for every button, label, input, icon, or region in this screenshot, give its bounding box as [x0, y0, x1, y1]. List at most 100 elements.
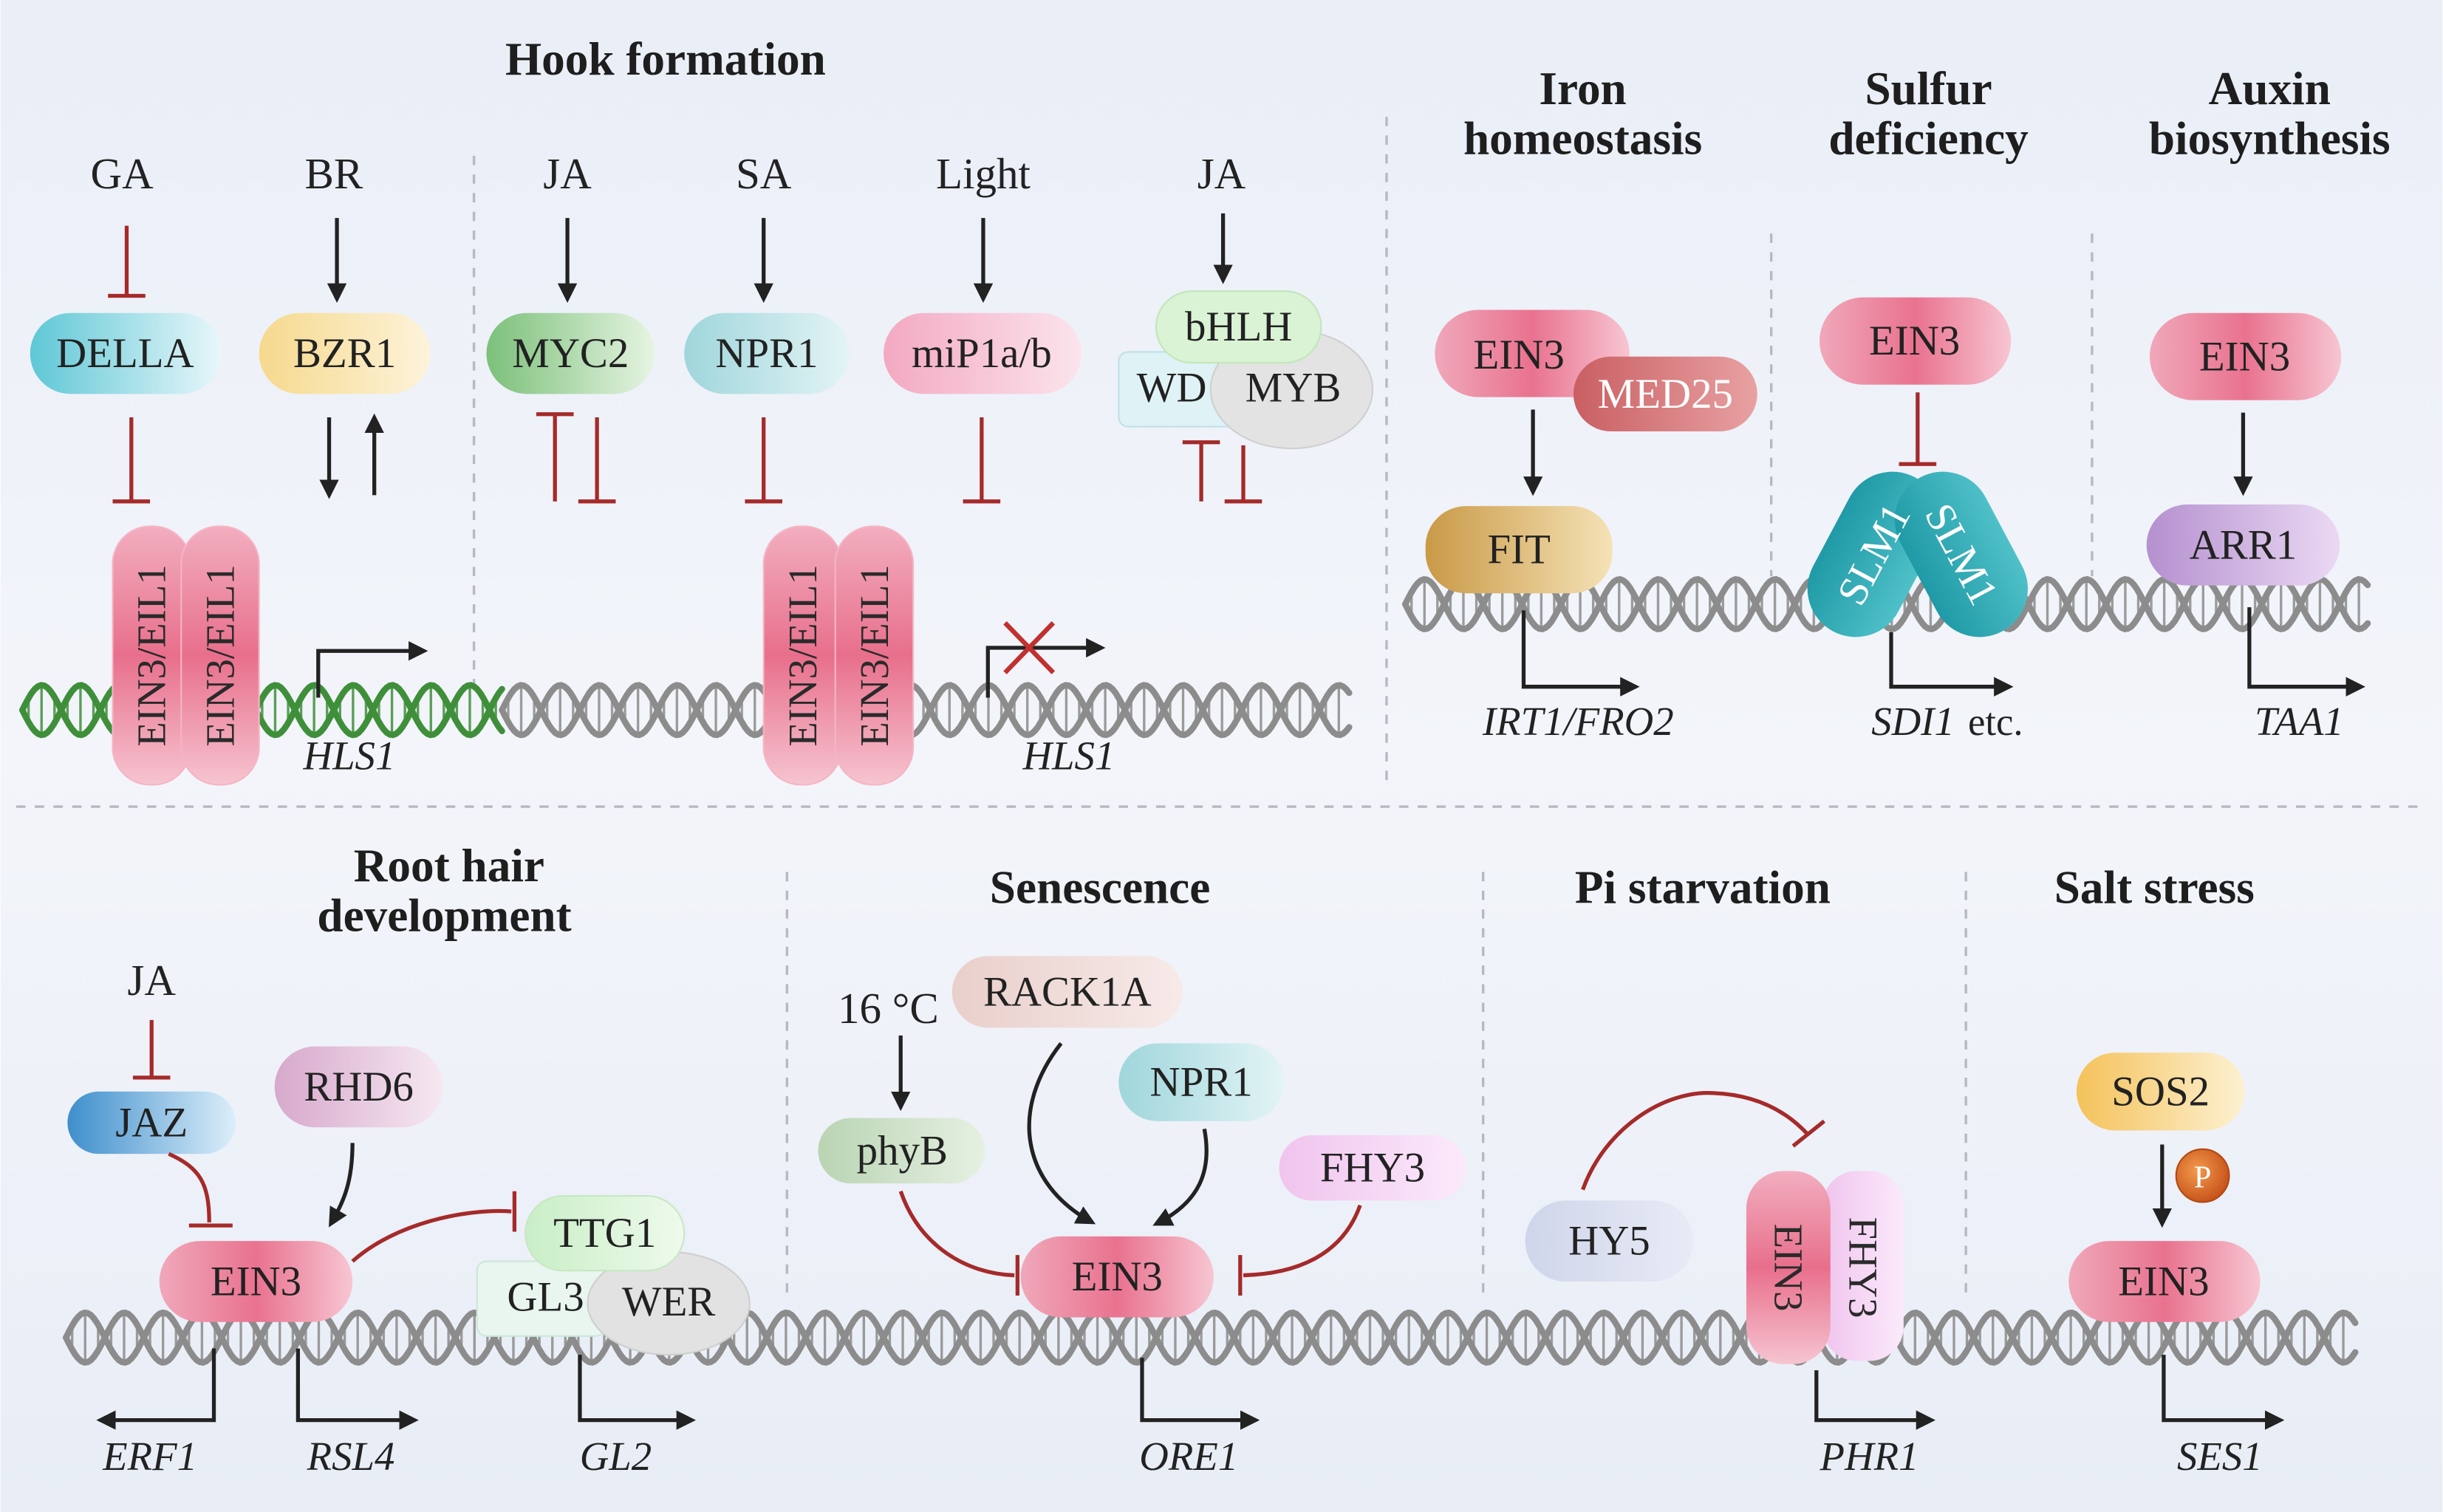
signal-br: BR: [304, 149, 363, 198]
signal-ja-bhlh: JA: [1197, 149, 1246, 198]
auxin-panel: EIN3 ARR1 TAA1: [2146, 312, 2365, 744]
ein3-pill-root: [159, 1241, 353, 1322]
ein3-label-senescence: EIN3: [1072, 1253, 1163, 1300]
fhy3-label-pi: FHY3: [1841, 1217, 1886, 1318]
jaz-inhibits-ein3: [168, 1152, 211, 1222]
npr1-pill: [684, 312, 850, 394]
jaz-pill: [67, 1091, 236, 1154]
title-sulfur-line2: deficiency: [1828, 113, 2028, 165]
hook-activation-arrows: [319, 213, 1233, 499]
gl3-label: GL3: [507, 1274, 584, 1321]
ein3-eil1-label: EIN3/EIL1: [780, 564, 825, 747]
title-senescence: Senescence: [990, 862, 1211, 914]
npr1-pill-senescence: [1118, 1043, 1284, 1121]
gene-sdi1-etc: etc.: [1968, 701, 2023, 744]
wd-label: WD: [1137, 364, 1207, 411]
title-hook-formation: Hook formation: [505, 33, 826, 85]
gene-gl2: GL2: [580, 1434, 652, 1479]
fit-pill: [1425, 506, 1613, 594]
title-root-hair-line2: development: [317, 890, 571, 942]
gene-phr1: PHR1: [1820, 1434, 1919, 1479]
ein3-inhibits-ttg1: [351, 1208, 512, 1263]
signal-ga: GA: [91, 149, 154, 198]
title-iron-line2: homeostasis: [1463, 113, 1702, 165]
hy5-label: HY5: [1568, 1218, 1650, 1265]
mip1-label: miP1a/b: [912, 330, 1052, 377]
hook-proteins: DELLA BZR1 MYC2 NPR1 miP1a/b WD MYB bHLH: [30, 290, 1374, 450]
ein3-label-salt: EIN3: [2118, 1258, 2209, 1304]
ein3-label-iron: EIN3: [1474, 332, 1565, 378]
ttg1-label: TTG1: [553, 1210, 656, 1256]
bhlh-label: bHLH: [1185, 304, 1292, 350]
ore1-tss-arrow: [1140, 1358, 1260, 1430]
hy5-inhibits-ein3-fhy3: [1581, 1091, 1809, 1191]
arr1-pill: [2146, 504, 2340, 586]
ein3-eil1-dimer-left: EIN3/EIL1 EIN3/EIL1: [112, 525, 260, 786]
gene-ses1: SES1: [2177, 1434, 2263, 1479]
signal-labels: GA BR JA SA Light JA JA 16 °C: [91, 149, 1246, 1033]
panel-titles: Hook formation Iron homeostasis Sulfur d…: [317, 33, 2390, 941]
ein3-eil1-label: EIN3/EIL1: [852, 564, 897, 747]
ein3-label-root: EIN3: [211, 1258, 301, 1304]
ses1-tss-arrow: [2162, 1355, 2285, 1430]
bzr1-label: BZR1: [293, 330, 396, 377]
title-iron-line1: Iron: [1539, 63, 1626, 114]
title-pi-starvation: Pi starvation: [1575, 862, 1831, 914]
sos2-pill: [2076, 1053, 2245, 1131]
iron-tss-arrow: [1521, 610, 1640, 697]
phosphate-label: P: [2194, 1160, 2211, 1194]
bzr1-pill: [259, 312, 431, 394]
ein3-eil1-dimer-right: EIN3/EIL1 EIN3/EIL1: [762, 525, 915, 786]
gene-erf1: ERF1: [102, 1434, 197, 1479]
med25-label: MED25: [1598, 371, 1733, 417]
gene-ore1: ORE1: [1139, 1434, 1238, 1479]
rack1a-pill: [951, 956, 1183, 1028]
signal-ja-jaz: JA: [127, 956, 176, 1005]
hook-tss-arrows: [316, 637, 1106, 698]
panel-separators: [16, 117, 2427, 1301]
myc2-pill: [486, 312, 655, 394]
rhd6-to-ein3-arrow: [329, 1143, 355, 1228]
rack1a-to-ein3-arrow: [1027, 1041, 1096, 1225]
phyb-label: phyB: [857, 1127, 948, 1174]
ein3-eil1-bar: [834, 525, 915, 786]
jaz-label: JAZ: [115, 1099, 188, 1146]
fhy3-label-senescence: FHY3: [1320, 1145, 1425, 1191]
rack1a-label: RACK1A: [983, 968, 1152, 1015]
ein3-label-sulfur: EIN3: [1869, 318, 1960, 364]
auxin-tss-arrow: [2247, 607, 2365, 697]
phosphate-circle: [2175, 1148, 2230, 1203]
senescence-panel: RACK1A phyB NPR1 FHY3 EIN3 ORE1: [818, 956, 1466, 1479]
title-salt-stress: Salt stress: [2054, 862, 2255, 914]
phyb-pill: [818, 1118, 985, 1184]
ein3-pill-auxin: [2149, 312, 2342, 400]
gene-irt1-fro2: IRT1/FRO2: [1482, 699, 1674, 744]
myc2-label: MYC2: [512, 330, 629, 377]
gene-hls1-active: HLS1: [303, 733, 396, 778]
root-hair-panel: JAZ RHD6 EIN3 GL3 WER TTG1 ERF1 RSL4 GL2: [67, 1019, 751, 1479]
hy5-pill: [1525, 1200, 1694, 1282]
ein3-pill-salt: [2068, 1241, 2261, 1322]
iron-panel: EIN3 MED25 FIT IRT1/FRO2: [1425, 309, 1757, 744]
salt-panel: SOS2 P EIN3 SES1: [2068, 1053, 2285, 1479]
hook-inhibition-lines: [108, 225, 1262, 504]
ttg1-pill: [525, 1194, 686, 1272]
signal-sa: SA: [736, 149, 792, 198]
phr1-tss-arrow: [1814, 1370, 1936, 1430]
ein3-pill-senescence: [1020, 1236, 1214, 1318]
ein3-bar-pi: [1746, 1171, 1831, 1364]
della-pill: [30, 312, 222, 394]
gl2-tss-arrow: [578, 1355, 697, 1430]
wer-label: WER: [622, 1279, 715, 1325]
med25-pill: [1573, 356, 1757, 431]
slm1-right: [1894, 471, 2028, 637]
fhy3-bar-pi: [1822, 1171, 1904, 1361]
gene-hls1-blocked: HLS1: [1022, 733, 1115, 778]
title-root-hair-line1: Root hair: [354, 840, 544, 892]
npr1-to-ein3-arrow: [1152, 1128, 1209, 1226]
myb-label: MYB: [1246, 364, 1342, 411]
blocked-transcription-cross: [1003, 621, 1056, 674]
ein3-eil1-label: EIN3/EIL1: [129, 564, 174, 747]
